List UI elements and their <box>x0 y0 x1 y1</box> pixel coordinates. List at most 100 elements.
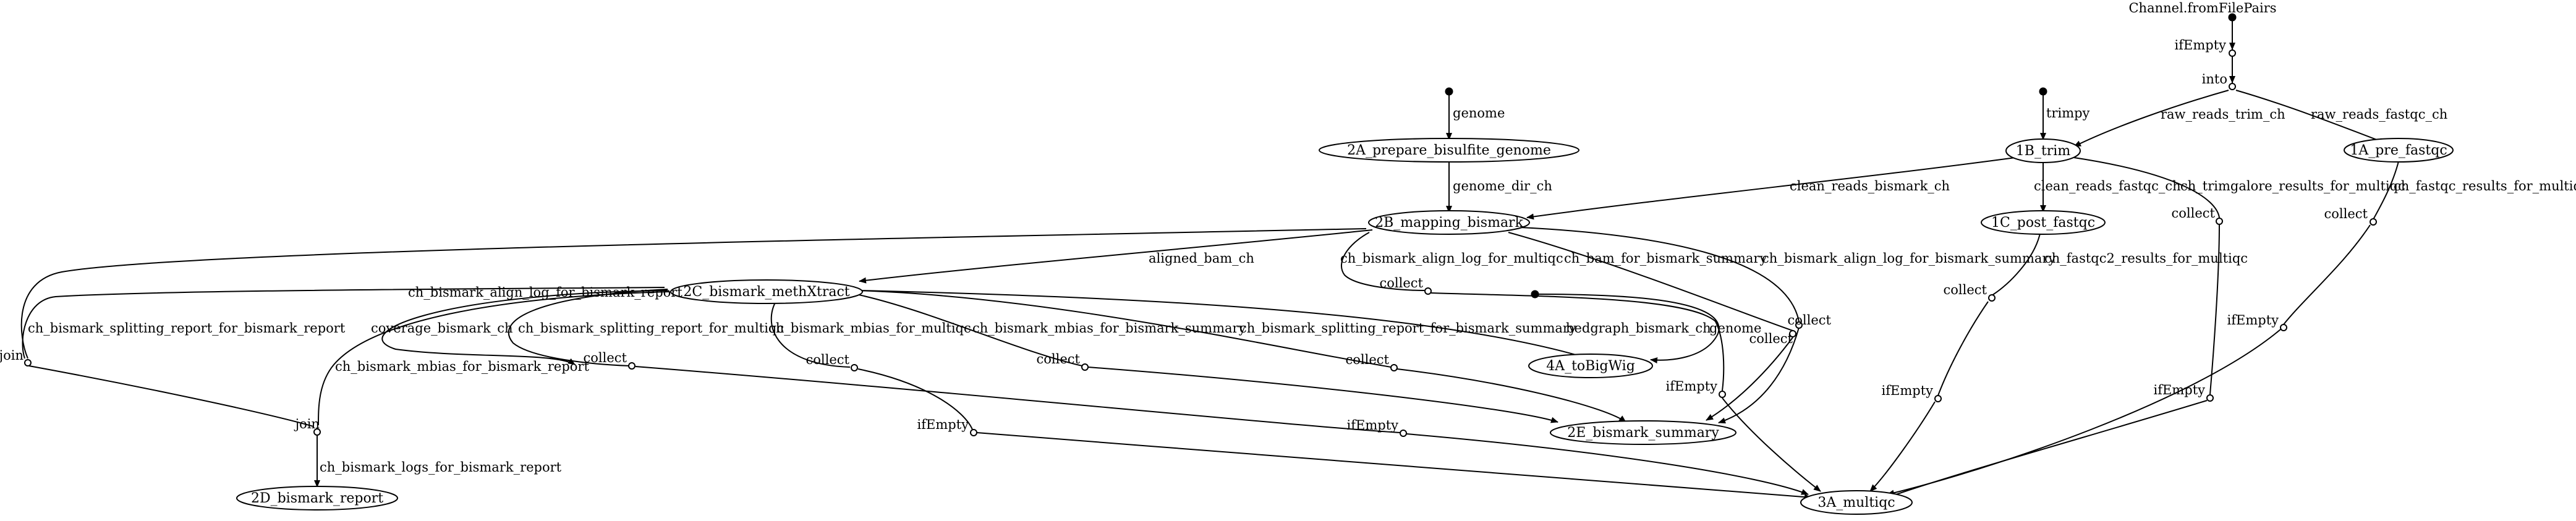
edge-label: ch_bismark_mbias_for_bismark_summary <box>972 321 1246 336</box>
edge-label: ch_bismark_align_log_for_bismark_summary <box>1762 251 2055 266</box>
edge-label: ch_bismark_align_log_for_bismark_report <box>408 285 682 300</box>
source-dot <box>2228 13 2237 22</box>
process-label: 3A_multiqc <box>1817 495 1895 510</box>
edge <box>1406 433 1809 495</box>
edge <box>1520 227 1800 322</box>
operator-label: collect <box>1380 276 1424 290</box>
source-dot <box>1531 290 1539 299</box>
edge <box>1087 366 1558 423</box>
operator-dot <box>1795 321 1803 329</box>
edge <box>2283 224 2371 325</box>
operator-label-layer: Channel.fromFilePairs ifEmpty into colle… <box>0 1 2368 433</box>
process-node-tobigwig[interactable]: 4A_toBigWig <box>1528 354 1653 378</box>
operator-label: collect <box>2324 206 2368 221</box>
operator-dot <box>970 429 977 436</box>
edge-label: ch_bismark_mbias_for_bismark_report <box>335 359 589 374</box>
edge-label-layer: raw_reads_trim_ch raw_reads_fastqc_ch tr… <box>28 106 2576 475</box>
process-node-trim[interactable]: 1B_trim <box>2005 138 2081 163</box>
operator-label: ifEmpty <box>2227 313 2279 328</box>
edge-label: ch_bismark_align_log_for_multiqc <box>1340 251 1563 266</box>
edge <box>1396 368 1626 423</box>
process-label: 2A_prepare_bisulfite_genome <box>1347 143 1551 158</box>
operator-dot <box>24 359 32 366</box>
operator-label: join <box>0 348 23 363</box>
edge-label: ch_bismark_splitting_report_for_bismark_… <box>1239 321 1576 336</box>
edge-label: clean_reads_bismark_ch <box>1790 179 1950 193</box>
operator-label: collect <box>1944 282 1987 297</box>
channel-source-label: Channel.fromFilePairs <box>2128 1 2276 15</box>
process-node-mapping[interactable]: 2B_mapping_bismark <box>1368 210 1530 235</box>
edge <box>318 291 670 426</box>
edge-label: raw_reads_trim_ch <box>2161 107 2285 122</box>
edge <box>1718 327 1800 424</box>
operator-dot <box>1390 364 1398 371</box>
edge <box>1869 401 1936 492</box>
operator-label: ifEmpty <box>2175 38 2227 53</box>
edge-layer <box>20 20 2399 501</box>
operator-dot <box>2206 394 2214 402</box>
edge-label: raw_reads_fastqc_ch <box>2311 107 2447 122</box>
operator-label: ifEmpty <box>2154 383 2206 397</box>
process-node-multiqc[interactable]: 3A_multiqc <box>1800 490 1913 515</box>
edge <box>859 229 1373 284</box>
edge-label: bedgraph_bismark_ch <box>1566 321 1711 336</box>
operator-dot <box>1934 395 1942 402</box>
operator-label: collect <box>1346 352 1390 367</box>
edge <box>859 290 1589 360</box>
edge <box>508 289 668 366</box>
edge-label: ch_trimgalore_results_for_multiqc <box>2180 179 2405 193</box>
operator-label: join <box>294 417 320 431</box>
operator-dot <box>2229 49 2236 57</box>
edge-label: genome <box>1709 321 1761 336</box>
edge-label: coverage_bismark_ch <box>371 321 513 336</box>
operator-dot <box>2216 218 2223 225</box>
process-label: 2C_bismark_methXtract <box>683 284 849 300</box>
operator-dot <box>2280 324 2287 331</box>
edge <box>856 290 1392 368</box>
process-node-summary[interactable]: 2E_bismark_summary <box>1550 420 1736 445</box>
edge <box>976 432 1812 501</box>
edge <box>1991 233 2041 296</box>
process-node-post-fastqc[interactable]: 1C_post_fastqc <box>1981 210 2106 235</box>
process-node-pre-fastqc[interactable]: 1A_pre_fastqc <box>2344 138 2454 163</box>
edge-label: ch_fastqc2_results_for_multiqc <box>2044 251 2248 266</box>
edge <box>857 368 973 430</box>
process-label: 1A_pre_fastqc <box>2350 143 2447 158</box>
process-label: 1B_trim <box>2016 143 2071 159</box>
edge-label: ch_fastqc_results_for_multiqc <box>2394 179 2576 193</box>
operator-label: ifEmpty <box>917 417 969 432</box>
process-label: 2E_bismark_summary <box>1567 425 1719 441</box>
process-node-report[interactable]: 2D_bismark_report <box>236 486 398 510</box>
edge <box>2235 90 2387 144</box>
edge-label: aligned_bam_ch <box>1149 251 1254 266</box>
edge-label: genome_dir_ch <box>1453 179 1552 193</box>
edge-label: ch_bismark_splitting_report_for_multiqc <box>518 321 784 336</box>
operator-dot <box>1988 294 1996 302</box>
edge <box>22 287 665 359</box>
process-node-layer: 1A_pre_fastqc 1B_trim 1C_post_fastqc 2A_… <box>236 138 2454 515</box>
process-node-methxtract[interactable]: 2C_bismark_methXtract <box>670 279 863 304</box>
operator-dot-layer <box>24 13 2377 437</box>
source-dot <box>1445 87 1453 96</box>
edge-label: clean_reads_fastqc_ch <box>2034 179 2181 193</box>
operator-dot <box>1719 391 1726 398</box>
operator-dot <box>1424 287 1432 295</box>
process-label: 1C_post_fastqc <box>1991 215 2095 231</box>
process-label: 2B_mapping_bismark <box>1375 215 1523 231</box>
operator-dot <box>1789 330 1796 337</box>
edge-label: ch_bismark_splitting_report_for_bismark_… <box>28 321 346 336</box>
edge <box>381 290 668 365</box>
process-node-prepare-genome[interactable]: 2A_prepare_bisulfite_genome <box>1319 138 1579 163</box>
edge <box>1937 301 1989 396</box>
source-dot <box>2039 87 2047 96</box>
edge <box>2073 157 2220 218</box>
edge <box>1341 232 1426 291</box>
edge <box>1537 294 1720 364</box>
operator-dot <box>313 428 321 436</box>
operator-dot <box>2229 83 2236 90</box>
operator-dot <box>628 362 635 370</box>
edge <box>1430 292 1725 391</box>
edge-label: ch_bismark_logs_for_bismark_report <box>320 460 562 475</box>
operator-label: collect <box>1749 331 1793 346</box>
edge <box>2373 161 2399 220</box>
